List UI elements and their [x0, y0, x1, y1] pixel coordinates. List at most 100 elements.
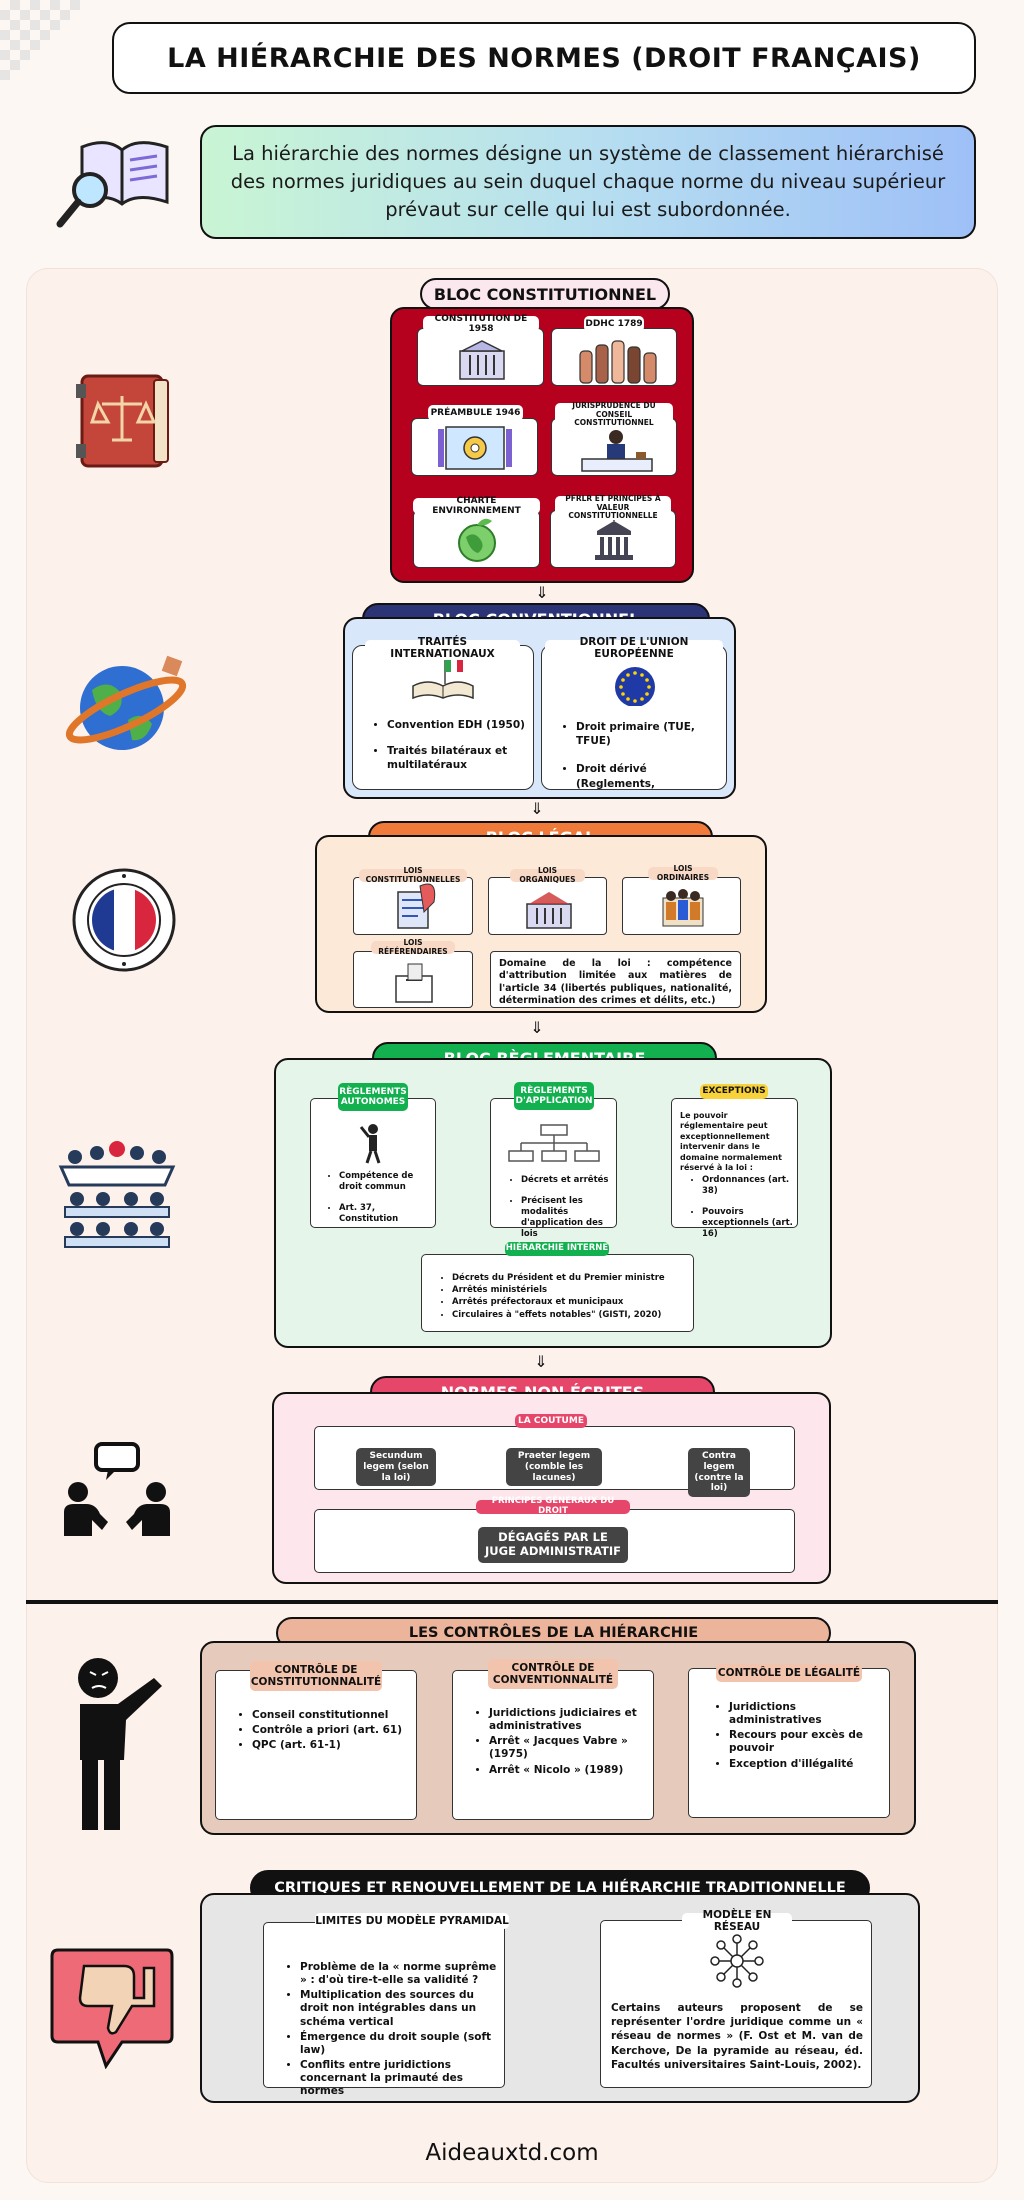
card-controle-conventionnalite: Juridictions judiciaires et administrati… — [452, 1670, 654, 1820]
list-item: Décrets du Président et du Premier minis… — [452, 1273, 692, 1283]
list-item: Juridictions judiciaires et administrati… — [489, 1707, 653, 1733]
list-item: QPC (art. 61-1) — [252, 1739, 416, 1752]
page-title: LA HIÉRARCHIE DES NORMES (DROIT FRANÇAIS… — [112, 22, 976, 94]
document-gear-icon — [438, 426, 512, 470]
card-hierarchie-interne: Décrets du Président et du Premier minis… — [421, 1254, 694, 1332]
section-divider — [26, 1600, 998, 1604]
card-lois-organiques — [488, 877, 607, 935]
constitution-book-icon — [459, 340, 505, 380]
list-item: Multiplication des sources du droit non … — [300, 1989, 502, 2028]
label-limites-modele-pyramidal: LIMITES DU MODÈLE PYRAMIDAL — [315, 1913, 509, 1929]
made-in-france-badge-icon — [72, 868, 177, 973]
label-lois-referendaires: LOIS RÉFÉRENDAIRES — [371, 938, 455, 955]
list-item: Précisent les modalités d'application de… — [521, 1196, 615, 1240]
list-item: Arrêt « Jacques Vabre » (1975) — [489, 1735, 653, 1761]
person-pointing-icon — [66, 1650, 166, 1835]
book-magnifier-icon — [52, 132, 177, 232]
globe-orbit-icon — [60, 650, 195, 760]
law-book-icon — [526, 892, 572, 929]
assembly-audience-icon — [55, 1135, 180, 1255]
card-droit-ue: Droit primaire (TUE, TFUE) Droit dérivé … — [541, 645, 727, 790]
label-controle-conventionnalite: CONTRÔLE DE CONVENTIONNALITÉ — [488, 1659, 618, 1689]
label-jurisprudence-cc: JURISPRUDENCE DU CONSEIL CONSTITUTIONNEL — [555, 401, 673, 427]
card-lois-ordinaires — [622, 877, 741, 935]
arrow-down-icon: ⇓ — [530, 1018, 544, 1037]
law-book-scales-icon — [68, 368, 183, 473]
label-reglements-application: RÈGLEMENTS D'APPLICATION — [514, 1082, 594, 1110]
person-whistle-icon — [359, 1124, 381, 1164]
label-lois-constitutionnelles: LOIS CONSTITUTIONNELLES — [359, 866, 467, 883]
exceptions-text: Le pouvoir réglementaire peut exceptionn… — [680, 1111, 782, 1172]
checkerboard-decoration — [0, 0, 90, 90]
card-limites-modele-pyramidal: Problème de la « norme suprême » : d'où … — [263, 1922, 505, 2097]
list-item: Ordonnances (art. 38) — [702, 1175, 794, 1197]
scroll-quill-icon — [397, 883, 436, 929]
network-nodes-icon — [710, 1934, 764, 1988]
coutume-contra-legem: Contra legem (contre la loi) — [688, 1448, 750, 1498]
book-flag-icon — [412, 660, 474, 700]
list-item: Recours pour excès de pouvoir — [729, 1729, 889, 1755]
label-exceptions: EXCEPTIONS — [700, 1084, 768, 1099]
card-constitution-1958 — [417, 328, 544, 386]
card-domaine-loi: Domaine de la loi : compétence d'attribu… — [490, 951, 741, 1008]
intro-definition: La hiérarchie des normes désigne un syst… — [200, 125, 976, 239]
card-reglements-autonomes: Compétence de droit commun Art. 37, Cons… — [310, 1098, 436, 1228]
label-constitution-1958: CONSTITUTION DE 1958 — [423, 314, 539, 334]
card-lois-constitutionnelles — [353, 877, 473, 935]
label-lois-organiques: LOIS ORGANIQUES — [510, 866, 585, 883]
card-reglements-application: Décrets et arrêtés Précisent les modalit… — [490, 1098, 617, 1239]
list-item: Convention EDH (1950) — [387, 718, 529, 732]
pgd-juge-administratif: DÉGAGÉS PAR LE JUGE ADMINISTRATIF — [478, 1527, 628, 1563]
list-item: Arrêt « Nicolo » (1989) — [489, 1764, 653, 1777]
label-modele-reseau: MODÈLE EN RÉSEAU — [682, 1909, 792, 1933]
label-traites-internationaux: TRAITÉS INTERNATIONAUX — [365, 636, 520, 660]
list-item: Problème de la « norme suprême » : d'où … — [300, 1961, 502, 1987]
list-item: Droit primaire (TUE, TFUE) — [576, 720, 722, 748]
label-hierarchie-interne: HIÉRARCHIE INTERNE — [505, 1242, 609, 1256]
modele-reseau-text: Certains auteurs proposent de se représe… — [611, 2002, 863, 2071]
list-item: Contrôle a priori (art. 61) — [252, 1724, 416, 1737]
label-lois-ordinaires: LOIS ORDINAIRES — [648, 864, 718, 881]
list-item: Décrets et arrêtés — [521, 1175, 615, 1186]
label-charte-environnement: CHARTE ENVIRONNEMENT — [413, 496, 540, 516]
card-controle-constitutionnalite: Conseil constitutionnel Contrôle a prior… — [215, 1670, 417, 1820]
arrow-down-icon: ⇓ — [535, 583, 549, 602]
label-pfrlr: PFRLR ET PRINCIPES À VALEUR CONSTITUTION… — [555, 494, 671, 520]
footer-site: Aideauxtd.com — [425, 2140, 599, 2166]
ballot-box-icon — [395, 963, 433, 1003]
green-planet-icon — [458, 518, 496, 562]
label-reglements-autonomes: RÈGLEMENTS AUTONOMES — [338, 1083, 408, 1111]
label-principes-generaux: PRINCIPES GÉNÉRAUX DU DROIT — [476, 1496, 630, 1516]
list-item: Circulaires à "effets notables" (GISTI, … — [452, 1310, 692, 1320]
parliament-people-icon — [662, 889, 704, 927]
coutume-praeter-legem: Praeter legem (comble les lacunes) — [506, 1448, 602, 1487]
list-item: Conflits entre juridictions concernant l… — [300, 2059, 502, 2098]
label-coutume: LA COUTUME — [515, 1414, 587, 1428]
list-item: Traités bilatéraux et multilatéraux — [387, 744, 529, 772]
judge-desk-icon — [581, 430, 653, 472]
list-item: Compétence de droit commun — [339, 1171, 435, 1193]
conversation-people-icon — [60, 1440, 175, 1540]
card-charte-environnement — [413, 510, 540, 568]
card-traites-internationaux: Convention EDH (1950) Traités bilatéraux… — [352, 645, 534, 790]
label-controle-constitutionnalite: CONTRÔLE DE CONSTITUTIONNALITÉ — [250, 1661, 382, 1691]
card-jurisprudence-cc — [551, 418, 677, 476]
card-exceptions: Le pouvoir réglementaire peut exceptionn… — [671, 1098, 798, 1239]
list-item: Droit dérivé (Reglements, — [576, 762, 722, 790]
list-item: Art. 37, Constitution — [339, 1203, 435, 1225]
label-ddhc-1789: DDHC 1789 — [584, 316, 644, 332]
org-chart-icon — [508, 1124, 600, 1162]
eu-flag-icon — [615, 667, 655, 707]
label-preambule-1946: PRÉAMBULE 1946 — [428, 405, 523, 421]
card-modele-reseau: Certains auteurs proposent de se représe… — [600, 1920, 872, 2088]
bloc-constitutionnel-title: BLOC CONSTITUTIONNEL — [420, 278, 670, 310]
label-controle-legalite: CONTRÔLE DE LÉGALITÉ — [716, 1664, 862, 1682]
list-item: Conseil constitutionnel — [252, 1709, 416, 1722]
list-item: Arrêtés préfectoraux et municipaux — [452, 1297, 692, 1307]
list-item: Émergence du droit souple (soft law) — [300, 2031, 502, 2057]
list-item: Pouvoirs exceptionnels (art. 16) — [702, 1207, 794, 1240]
card-ddhc-1789 — [551, 328, 677, 386]
arrow-down-icon: ⇓ — [534, 1352, 548, 1371]
list-item: Juridictions administratives — [729, 1701, 889, 1727]
raised-fists-icon — [579, 340, 657, 384]
